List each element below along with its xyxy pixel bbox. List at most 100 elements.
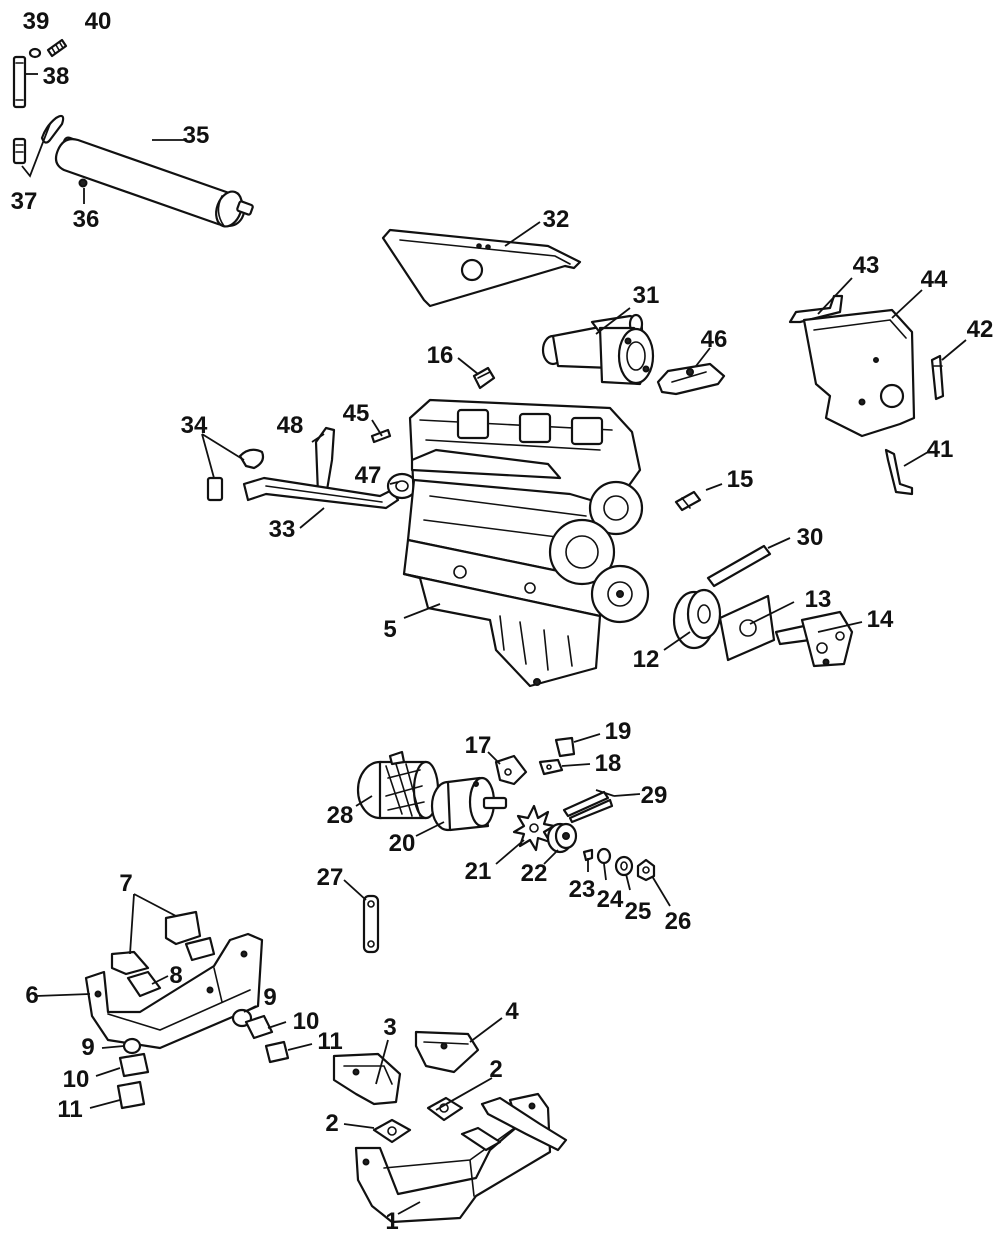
- callout-45: 45: [343, 400, 370, 427]
- leader-12: [663, 631, 691, 651]
- leader-34: [201, 433, 245, 479]
- callout-44: 44: [921, 266, 948, 293]
- callout-42: 42: [967, 316, 994, 343]
- callout-labels: 39 40 38 35 37 36 32 31 46 43 44 42 41 1…: [11, 8, 994, 1235]
- callout-10-lower: 10: [63, 1066, 90, 1093]
- leader-28: [355, 795, 373, 807]
- drive-belt-part: [706, 544, 772, 588]
- side-mount-bracket-part: [414, 1030, 480, 1074]
- callout-21: 21: [465, 858, 492, 885]
- callout-38: 38: [43, 63, 70, 90]
- callout-1: 1: [385, 1208, 398, 1235]
- leader-29: [595, 789, 641, 797]
- leader-45: [371, 419, 383, 437]
- callout-2-right: 2: [489, 1056, 502, 1083]
- leader-2b: [435, 1077, 493, 1111]
- callout-41: 41: [927, 436, 954, 463]
- leader-9a: [243, 1005, 257, 1013]
- exhaust-pipe-part: [242, 476, 400, 510]
- muffler-strap-part: [12, 55, 27, 109]
- link-plate-part: [538, 758, 564, 776]
- starter-bracket-part: [656, 362, 726, 396]
- leader-14: [817, 621, 863, 633]
- water-pump-part: [774, 610, 854, 668]
- leader-43: [817, 277, 853, 315]
- engine-block-part: [402, 398, 650, 688]
- leader-15: [705, 483, 723, 491]
- callout-19: 19: [605, 718, 632, 745]
- leader-8: [151, 975, 169, 985]
- leader-30: [767, 537, 791, 549]
- leader-31: [595, 307, 631, 335]
- mount-plate-part: [118, 1014, 274, 1078]
- leader-18: [561, 763, 591, 767]
- callout-22: 22: [521, 860, 548, 887]
- alternator-belt-part: [562, 790, 614, 824]
- leader-24: [603, 863, 607, 881]
- small-bracket-part: [930, 354, 945, 401]
- leader-10b: [95, 1067, 121, 1077]
- callout-5: 5: [383, 616, 396, 643]
- callout-25: 25: [625, 898, 652, 925]
- pump-gasket-part: [718, 594, 776, 662]
- rear-cradle-part: [354, 1092, 568, 1224]
- rubber-mount-part: [122, 1008, 253, 1055]
- callout-46: 46: [701, 326, 728, 353]
- cradle-clamp-part: [110, 910, 216, 976]
- callout-39: 39: [23, 8, 50, 35]
- callout-9-lower: 9: [81, 1034, 94, 1061]
- callout-16: 16: [427, 342, 454, 369]
- mount-clamp-part: [126, 970, 162, 998]
- leader-11b: [89, 1099, 121, 1109]
- leader-21: [495, 839, 525, 865]
- leader-22: [543, 849, 559, 865]
- starter-motor-part: [541, 313, 655, 386]
- callout-2-left: 2: [325, 1110, 338, 1137]
- leader-4: [469, 1017, 503, 1043]
- muffler-clamp-part: [12, 114, 65, 165]
- callout-7: 7: [119, 870, 132, 897]
- callout-11-lower: 11: [57, 1096, 82, 1123]
- callout-23: 23: [569, 876, 596, 903]
- lock-washer-part: [596, 847, 612, 865]
- leader-27: [343, 879, 367, 901]
- leader-33: [299, 507, 325, 529]
- callout-33: 33: [269, 516, 296, 543]
- callout-48: 48: [277, 412, 304, 439]
- front-cradle-part: [84, 932, 264, 1050]
- leader-46: [695, 347, 711, 367]
- muffler-drain-plug-part: [78, 178, 88, 188]
- callout-18: 18: [595, 750, 622, 777]
- hanger-hook-part: [206, 448, 265, 502]
- callout-32: 32: [543, 206, 570, 233]
- callout-36: 36: [73, 206, 100, 233]
- rear-mount-bracket-part: [332, 1052, 402, 1106]
- callout-3: 3: [383, 1014, 396, 1041]
- muffler-part: [54, 136, 254, 228]
- callout-4: 4: [505, 998, 519, 1025]
- leader-17: [487, 751, 501, 765]
- isolator-part: [372, 1096, 464, 1144]
- alternator-part: [430, 776, 508, 832]
- mount-pad-part: [116, 1040, 290, 1110]
- callout-34: 34: [181, 412, 208, 439]
- callout-11-upper: 11: [317, 1028, 342, 1055]
- leader-1: [397, 1201, 421, 1215]
- mounting-bracket-part: [884, 448, 914, 496]
- leader-7: [129, 893, 177, 955]
- callout-29: 29: [641, 782, 668, 809]
- callout-15: 15: [727, 466, 754, 493]
- callout-40: 40: [85, 8, 112, 35]
- leader-16: [457, 357, 479, 375]
- part-illustrations: [12, 38, 945, 1224]
- leader-19: [573, 733, 601, 743]
- temperature-sender-part: [472, 366, 496, 390]
- heat-shield-part: [381, 228, 582, 308]
- flat-washer-part: [614, 855, 634, 877]
- alternator-bracket-part: [494, 754, 528, 786]
- callout-9-upper: 9: [263, 984, 276, 1011]
- leader-25: [625, 873, 631, 891]
- leader-47: [389, 481, 399, 485]
- callout-31: 31: [633, 282, 660, 309]
- leader-37: [21, 123, 51, 178]
